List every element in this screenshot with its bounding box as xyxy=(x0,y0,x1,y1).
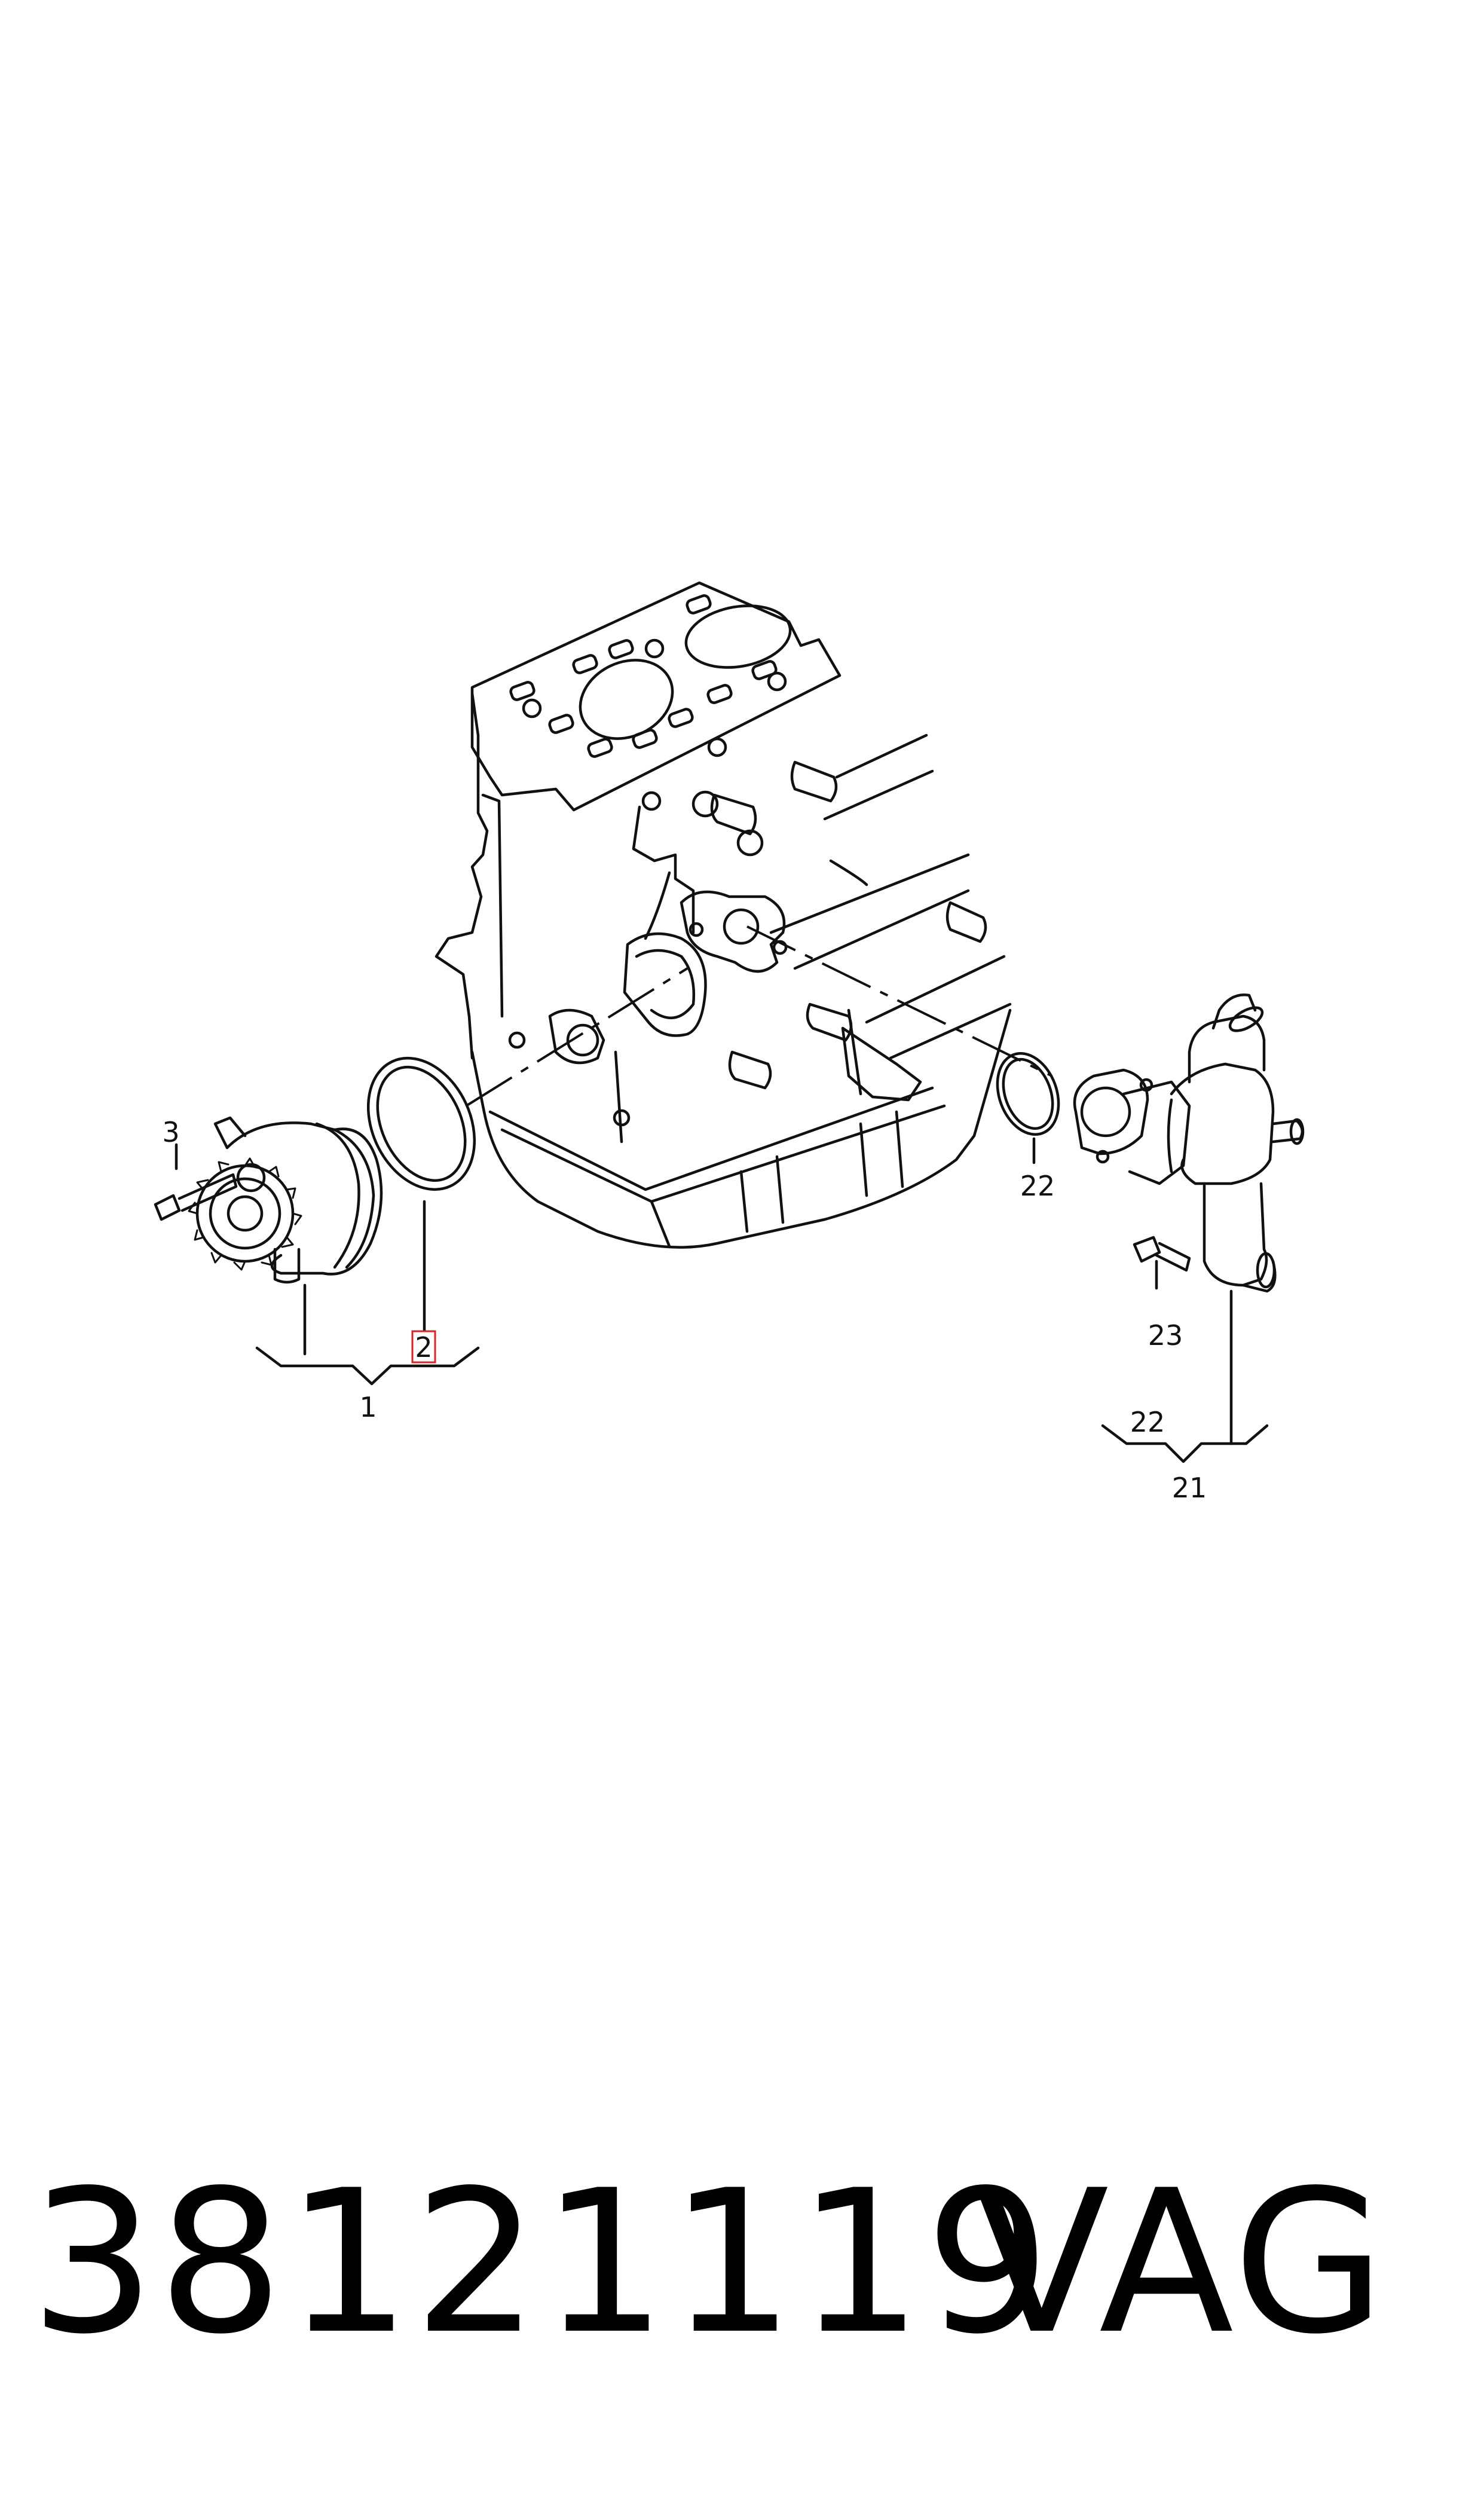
o-ring-2 xyxy=(366,1056,476,1191)
callout-23[interactable]: 23 xyxy=(1148,1319,1183,1352)
callout-1[interactable]: 1 xyxy=(359,1391,377,1423)
part-number: 38121119 xyxy=(30,2148,1053,2377)
bolt-23 xyxy=(1133,1236,1191,1272)
thermostat-housing-21 xyxy=(1073,993,1305,1293)
callout-22-bracket[interactable]: 22 xyxy=(1130,1406,1165,1438)
footer: 38121119 VAG xyxy=(0,2128,1484,2367)
engine-block-drawing xyxy=(435,581,1012,1249)
callout-22-oring[interactable]: 22 xyxy=(1020,1170,1055,1202)
assembly-axis-lines xyxy=(465,925,1052,1107)
callout-3[interactable]: 3 xyxy=(162,1116,179,1148)
callout-21[interactable]: 21 xyxy=(1172,1472,1207,1504)
water-pump-1 xyxy=(154,1116,383,1284)
callout-2[interactable]: 2 xyxy=(415,1331,432,1364)
brand-name: VAG xyxy=(974,2148,1388,2377)
callout-2-highlight xyxy=(411,1330,436,1364)
leader-lines xyxy=(175,1137,1269,1463)
o-ring-22 xyxy=(996,1051,1060,1136)
bolt-3 xyxy=(154,1173,238,1221)
